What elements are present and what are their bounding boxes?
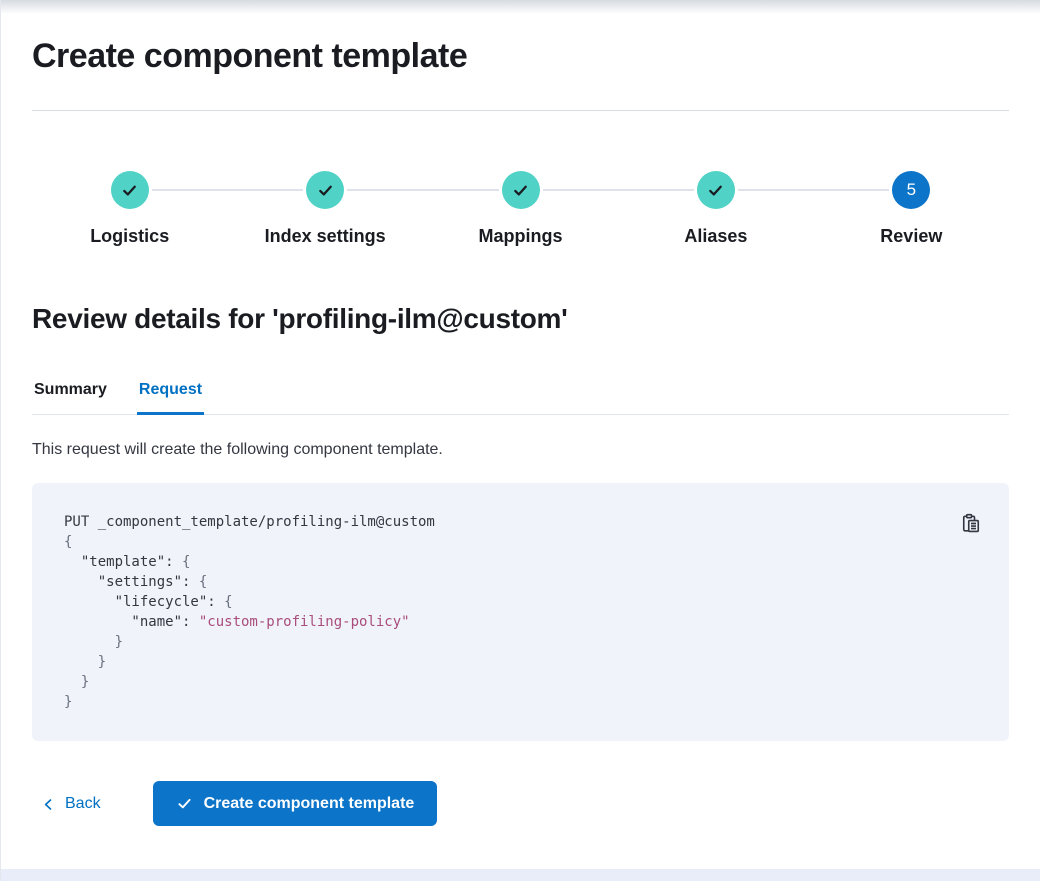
code-line: } xyxy=(64,694,73,710)
code-line: "template": { xyxy=(64,554,191,570)
review-heading: Review details for 'profiling-ilm@custom… xyxy=(32,303,568,334)
step-complete-check-icon xyxy=(110,171,149,209)
create-button-label: Create component template xyxy=(203,794,415,812)
step-index-settings[interactable]: Index settings xyxy=(227,171,424,247)
step-label: Index settings xyxy=(264,226,386,246)
back-button-label: Back xyxy=(65,794,101,812)
code-line: } xyxy=(114,634,124,650)
code-line: { xyxy=(64,534,73,550)
step-label: Mappings xyxy=(478,226,563,246)
code-line: "lifecycle": { xyxy=(64,594,233,610)
step-complete-check-icon xyxy=(696,171,735,209)
check-icon xyxy=(176,795,193,812)
page-content: Create component template Logistics Index… xyxy=(1,0,1040,826)
code-line: } xyxy=(97,654,107,670)
tab-request[interactable]: Request xyxy=(136,380,205,415)
footer-actions: Back Create component template xyxy=(32,781,1009,826)
step-label: Aliases xyxy=(684,226,748,246)
code-line: PUT _component_template/profiling-ilm@cu… xyxy=(64,514,435,530)
step-mappings[interactable]: Mappings xyxy=(422,171,619,247)
chevron-left-icon xyxy=(42,797,55,811)
back-button[interactable]: Back xyxy=(32,789,111,819)
review-tabs: Summary Request xyxy=(32,380,1009,415)
create-component-template-button[interactable]: Create component template xyxy=(152,781,438,826)
code-line: "name": "custom-profiling-policy" xyxy=(64,614,410,630)
title-divider xyxy=(32,110,1009,111)
step-complete-check-icon xyxy=(501,171,540,209)
request-code: PUT _component_template/profiling-ilm@cu… xyxy=(64,512,977,712)
step-aliases[interactable]: Aliases xyxy=(618,171,815,247)
copy-button[interactable] xyxy=(959,511,983,535)
copy-clipboard-icon xyxy=(961,513,981,536)
request-code-block: PUT _component_template/profiling-ilm@cu… xyxy=(32,483,1009,741)
step-label: Review xyxy=(880,226,943,246)
bottom-panel-edge xyxy=(1,869,1040,881)
code-line: "settings": { xyxy=(64,574,208,590)
step-label: Logistics xyxy=(90,226,170,246)
request-description: This request will create the following c… xyxy=(32,441,443,458)
step-number-badge: 5 xyxy=(892,171,931,209)
page-title: Create component template xyxy=(32,37,468,75)
code-line: } xyxy=(80,674,90,690)
step-logistics[interactable]: Logistics xyxy=(32,171,228,247)
step-complete-check-icon xyxy=(306,171,345,209)
tab-summary[interactable]: Summary xyxy=(32,380,109,415)
